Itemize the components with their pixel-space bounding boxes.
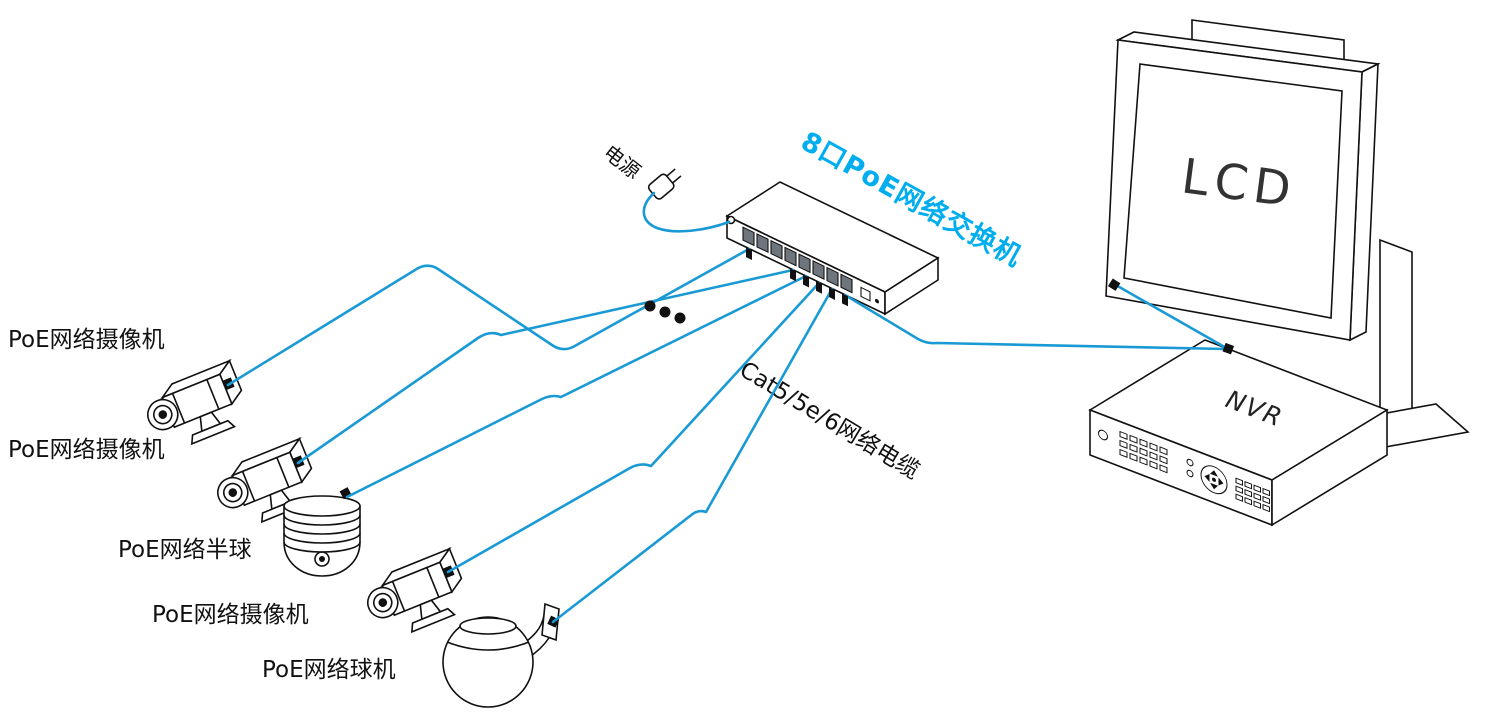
- ellipsis-dots: [644, 300, 686, 324]
- switch-led: [875, 298, 879, 304]
- ptz-top-cap: [459, 617, 517, 635]
- ptz-seam: [446, 641, 530, 651]
- monitor-screen: [1123, 63, 1343, 319]
- label-cable: Cat5/5e/6网络电缆: [735, 357, 924, 485]
- ptz-dome-camera: [442, 602, 560, 708]
- label-camera1: PoE网络摄像机: [8, 327, 165, 353]
- nvr-dpad: [1200, 465, 1228, 495]
- cable-lcd-nvr: [1112, 282, 1230, 351]
- nvr-cable-plug: [1222, 342, 1235, 355]
- nvr-right-face: [1271, 408, 1388, 527]
- monitor-stand-column: [1379, 238, 1413, 430]
- dome-lens-center: [319, 556, 325, 562]
- dome-lens-outer: [314, 551, 330, 567]
- nvr-button-grid-right: [1235, 477, 1270, 513]
- cable-ball: [551, 287, 834, 624]
- nvr-led-indicator: [1186, 469, 1194, 478]
- cable-camera2: [296, 268, 795, 465]
- label-ball: PoE网络球机: [262, 657, 396, 683]
- cable-dome: [345, 274, 808, 499]
- poe-switch: [725, 181, 940, 316]
- cable-power: [642, 191, 731, 233]
- ptz-sphere: [442, 616, 534, 708]
- switch-cable-plugs: [746, 247, 848, 307]
- label-dome: PoE网络半球: [118, 537, 252, 563]
- label-power: 电源: [599, 140, 645, 184]
- label-camera2: PoE网络摄像机: [8, 437, 165, 463]
- nvr-front-panel: [1098, 429, 1270, 513]
- nvr-power-button: [1098, 429, 1108, 441]
- cable-camera3: [446, 281, 821, 574]
- nvr-device: NVR: [1088, 339, 1389, 527]
- switch-uplink-port: [860, 286, 871, 302]
- cable-switch-nvr: [843, 293, 1228, 351]
- dome-top: [283, 495, 361, 517]
- nvr-button-grid-left: [1119, 430, 1168, 474]
- nvr-led-indicator: [1186, 458, 1194, 467]
- plug-prong: [666, 168, 676, 177]
- switch-ports: [742, 226, 879, 304]
- dome-camera: [283, 487, 361, 577]
- plug-prong: [672, 175, 682, 184]
- lcd-cable-plug: [1107, 278, 1121, 291]
- cables: [226, 191, 1230, 624]
- switch-right-face: [884, 256, 939, 316]
- cable-camera1: [226, 247, 751, 387]
- label-camera3: PoE网络摄像机: [152, 602, 309, 628]
